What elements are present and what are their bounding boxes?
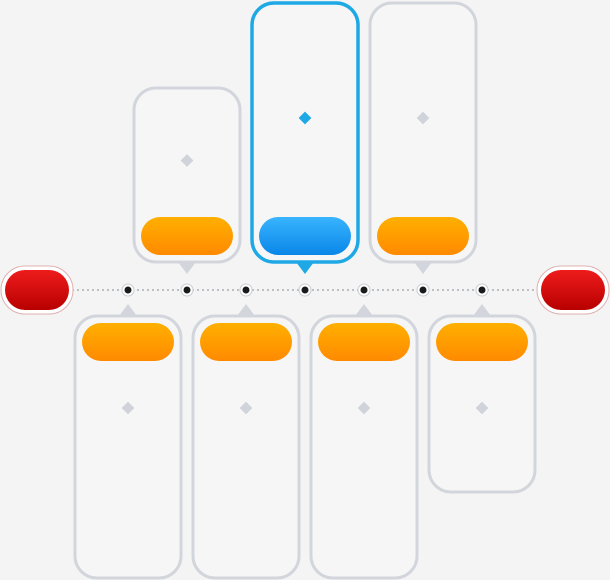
timeline-node-2 [180,283,194,297]
diamond-icon [475,401,489,415]
timeline-node-5 [357,283,371,297]
timeline-node-7 [475,283,489,297]
diamond-icon [180,154,194,167]
nodes-layer [121,283,489,297]
timeline-node-3 [239,283,253,297]
step-card-2 [132,86,242,274]
step-label-pill [318,323,410,361]
step-card-1 [73,304,183,580]
pointer-icon [355,304,373,316]
pointer-icon [119,304,137,316]
step-label-pill [436,323,528,361]
diamond-icon [239,401,253,415]
step-label-pill [141,217,233,255]
pointer-icon [296,262,314,274]
timeline-node-4 [298,283,312,297]
pointer-icon [237,304,255,316]
pointer-icon [414,262,432,274]
step-card-4 [250,1,360,274]
step-label-pill [259,217,351,255]
diamond-icon [121,401,135,415]
diamond-icon [416,111,430,125]
pointer-icon [473,304,491,316]
step-label-pill [200,323,292,361]
timeline-node-1 [121,283,135,297]
timeline-node-6 [416,283,430,297]
step-card-7 [427,304,537,494]
start-cap-icon [0,265,74,315]
step-card-3 [191,304,301,580]
step-card-6 [368,1,478,274]
step-card-5 [309,304,419,580]
step-label-pill [377,217,469,255]
diamond-icon [298,111,312,125]
end-cap-icon [536,265,610,315]
pointer-icon [178,262,196,274]
step-label-pill [82,323,174,361]
cards-layer [73,1,537,580]
diamond-icon [357,401,371,415]
